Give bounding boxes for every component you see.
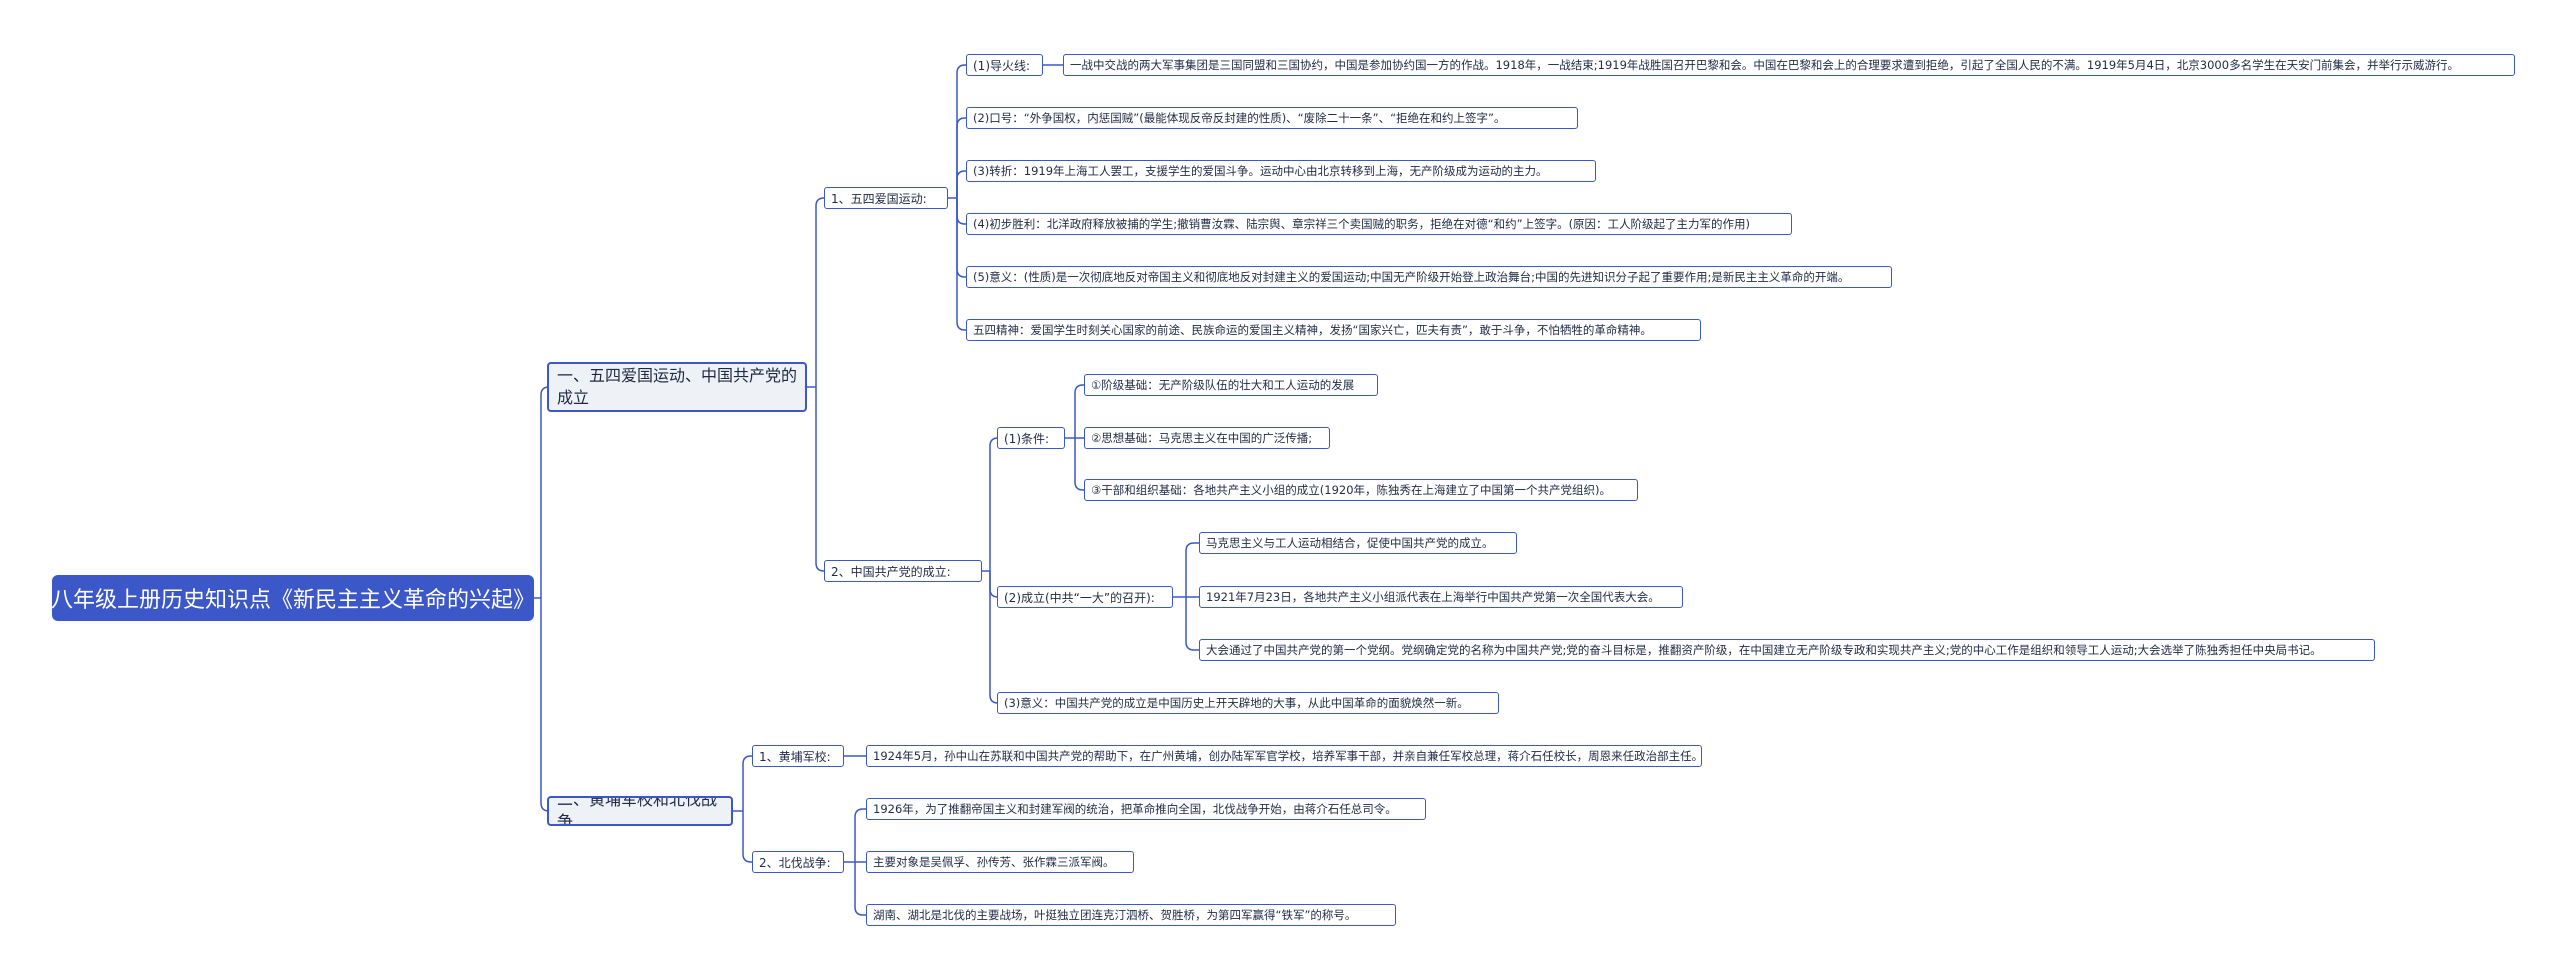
- topic-whampoa-academy[interactable]: 1、黄埔军校:: [752, 745, 844, 767]
- leaf-whampoa-detail[interactable]: 1924年5月，孙中山在苏联和中国共产党的帮助下，在广州黄埔，创办陆军军官学校，…: [866, 745, 1702, 767]
- connector-line: [956, 198, 966, 278]
- leaf-marxism-labor[interactable]: 马克思主义与工人运动相结合，促使中国共产党的成立。: [1199, 532, 1517, 554]
- leaf-cpc-significance[interactable]: (3)意义：中国共产党的成立是中国历史上开天辟地的大事，从此中国革命的面貌焕然一…: [997, 692, 1499, 714]
- connector-line: [1074, 438, 1084, 491]
- section-whampoa-and-northern-expedition[interactable]: 二、黄埔军校和北伐战争: [547, 796, 733, 826]
- connector-line: [854, 808, 866, 862]
- connector-line: [956, 198, 966, 225]
- connector-line: [815, 387, 825, 572]
- connector-line: [1074, 384, 1084, 438]
- connector-line: [815, 197, 825, 387]
- leaf-first-congress[interactable]: 1921年7月23日，各地共产主义小组派代表在上海举行中国共产党第一次全国代表大…: [1199, 586, 1683, 608]
- connector-line: [1185, 542, 1199, 597]
- topic-establishment[interactable]: (2)成立(中共“一大”的召开):: [997, 586, 1173, 608]
- topic-conditions[interactable]: (1)条件:: [997, 427, 1065, 449]
- leaf-expedition-targets[interactable]: 主要对象是吴佩孚、孙传芳、张作霖三派军阀。: [866, 851, 1134, 873]
- connector-line: [1185, 597, 1199, 651]
- connector-line: [956, 117, 966, 198]
- topic-northern-expedition[interactable]: 2、北伐战争:: [752, 851, 844, 873]
- leaf-iron-army[interactable]: 湖南、湖北是北伐的主要战场，叶挺独立团连克汀泗桥、贺胜桥，为第四军赢得“铁军”的…: [866, 904, 1396, 926]
- leaf-class-basis[interactable]: ①阶级基础：无产阶级队伍的壮大和工人运动的发展: [1084, 374, 1378, 396]
- connector-line: [956, 198, 966, 331]
- connector-line: [989, 437, 999, 571]
- leaf-initial-victory[interactable]: (4)初步胜利：北洋政府释放被捕的学生;撤销曹汝霖、陆宗舆、章宗祥三个卖国贼的职…: [966, 213, 1792, 235]
- leaf-may-fourth-spirit[interactable]: 五四精神：爱国学生时刻关心国家的前途、民族命运的爱国主义精神，发扬“国家兴亡，匹…: [966, 319, 1701, 341]
- leaf-ideological-basis[interactable]: ②思想基础：马克思主义在中国的广泛传播;: [1084, 427, 1330, 449]
- leaf-expedition-start[interactable]: 1926年，为了推翻帝国主义和封建军阀的统治，把革命推向全国，北伐战争开始，由蒋…: [866, 798, 1426, 820]
- leaf-significance[interactable]: (5)意义：(性质)是一次彻底地反对帝国主义和彻底地反对封建主义的爱国运动;中国…: [966, 266, 1892, 288]
- connector-line: [742, 755, 752, 811]
- connector-line: [540, 386, 550, 598]
- connector-line: [742, 811, 752, 863]
- connector-line: [854, 862, 866, 916]
- section-may-fourth-and-cpc[interactable]: 一、五四爱国运动、中国共产党的成立: [547, 362, 807, 412]
- leaf-trigger-label[interactable]: (1)导火线:: [966, 54, 1043, 76]
- leaf-party-program[interactable]: 大会通过了中国共产党的第一个党纲。党纲确定党的名称为中国共产党;党的奋斗目标是，…: [1199, 639, 2375, 661]
- connector-line: [956, 64, 966, 198]
- root-topic[interactable]: 八年级上册历史知识点《新民主主义革命的兴起》: [52, 575, 534, 621]
- connector-line: [956, 170, 966, 198]
- connector-line: [540, 598, 550, 812]
- leaf-organizational-basis[interactable]: ③干部和组织基础：各地共产主义小组的成立(1920年，陈独秀在上海建立了中国第一…: [1084, 479, 1638, 501]
- leaf-trigger-detail[interactable]: 一战中交战的两大军事集团是三国同盟和三国协约，中国是参加协约国一方的作战。191…: [1063, 54, 2515, 76]
- topic-may-fourth-movement[interactable]: 1、五四爱国运动:: [824, 187, 948, 209]
- topic-cpc-founding[interactable]: 2、中国共产党的成立:: [824, 560, 982, 582]
- leaf-turning-point[interactable]: (3)转折：1919年上海工人罢工，支援学生的爱国斗争。运动中心由北京转移到上海…: [966, 160, 1596, 182]
- leaf-slogan[interactable]: (2)口号：“外争国权，内惩国贼”(最能体现反帝反封建的性质)、“废除二十一条”…: [966, 107, 1578, 129]
